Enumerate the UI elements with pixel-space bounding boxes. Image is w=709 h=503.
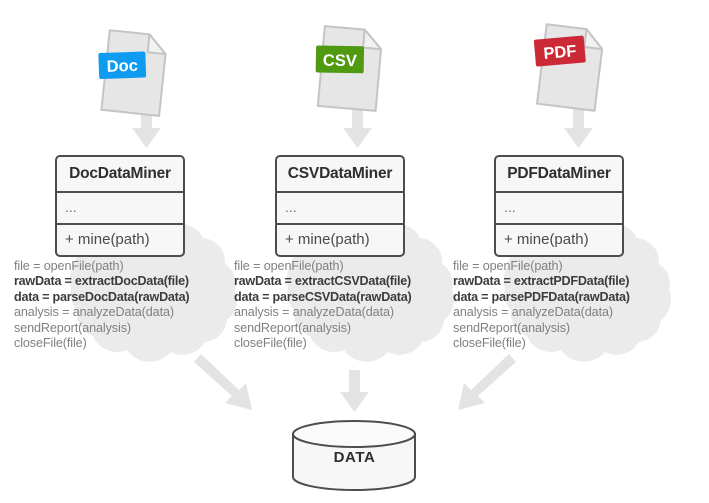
converge-arrow-csv [340,370,369,412]
converge-arrow-pdf [458,354,516,410]
pipeline-column-doc: DocDataMiner ... + mine(path) file = ope… [2,0,238,503]
datastore-label: DATA [333,449,376,466]
converge-arrow-doc [194,354,252,410]
code-line: analysis = analyzeData(data) [234,305,394,320]
class-operations-pdf: + mine(path) [504,231,589,248]
code-block-csv: file = openFile(path) rawData = extractC… [232,259,448,351]
csv-file-icon: CSV [315,25,383,112]
code-line: closeFile(file) [14,336,87,351]
flow-arrow-pdf [564,104,593,148]
code-line: sendReport(analysis) [14,320,131,335]
class-operations-csv: + mine(path) [285,231,370,248]
code-line: file = openFile(path) [14,259,124,273]
svg-text:CSV: CSV [323,52,357,71]
class-box-csvdataminer[interactable]: CSVDataMiner ... + mine(path) [275,155,405,257]
code-line: closeFile(file) [234,336,307,351]
code-line: sendReport(analysis) [234,320,351,335]
database-cylinder [292,420,416,491]
pipeline-column-pdf: PDFDataMiner ... + mine(path) file = ope… [441,0,677,503]
code-line: analysis = analyzeData(data) [453,305,613,320]
class-box-pdfdataminer[interactable]: PDFDataMiner ... + mine(path) [494,155,624,257]
class-attributes-pdf: ... [496,193,622,225]
code-line: sendReport(analysis) [453,320,570,335]
code-block-doc: file = openFile(path) rawData = extractD… [12,259,228,351]
code-line: data = parseDocData(rawData) [14,289,190,304]
code-line: data = parseCSVData(rawData) [234,289,412,304]
class-operations-doc: + mine(path) [65,231,150,248]
class-attributes-csv: ... [277,193,403,225]
class-attributes-doc: ... [57,193,183,225]
class-box-docdataminer[interactable]: DocDataMiner ... + mine(path) [55,155,185,257]
doc-file-icon: Doc [98,29,167,117]
code-line: data = parsePDFData(rawData) [453,289,630,304]
code-line: file = openFile(path) [453,259,563,273]
code-line: rawData = extractCSVData(file) [234,274,411,289]
class-name-csv: CSVDataMiner [277,157,403,193]
code-line: closeFile(file) [453,336,526,351]
flow-arrow-csv [343,104,372,148]
pdf-file-icon: PDF [533,23,604,112]
code-line: file = openFile(path) [234,259,344,273]
class-name-pdf: PDFDataMiner [496,157,622,193]
svg-text:Doc: Doc [106,57,138,76]
pipeline-column-csv: CSVDataMiner ... + mine(path) file = ope… [222,0,458,503]
class-name-doc: DocDataMiner [57,157,183,193]
code-block-pdf: file = openFile(path) rawData = extractP… [451,259,667,351]
svg-text:PDF: PDF [543,42,577,63]
code-line: rawData = extractDocData(file) [14,274,189,289]
code-line: analysis = analyzeData(data) [14,305,174,320]
flow-arrow-doc [132,104,161,148]
code-line: rawData = extractPDFData(file) [453,274,630,289]
